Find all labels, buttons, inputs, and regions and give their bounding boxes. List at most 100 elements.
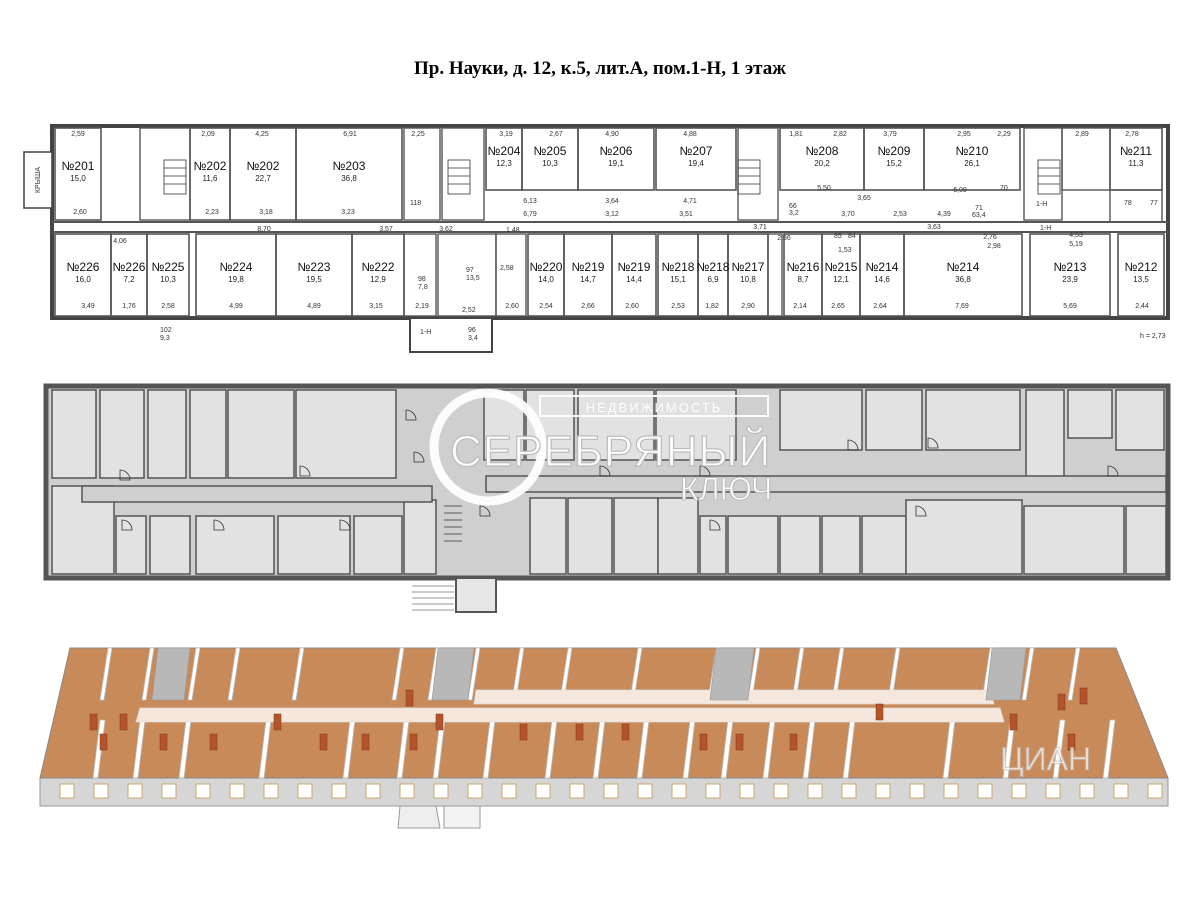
room-outline-room-210	[923, 127, 1021, 191]
aux-room-0	[139, 127, 191, 221]
room-area-room-224: 19,8	[228, 275, 244, 284]
window-icon	[331, 783, 347, 799]
render-stair-shaft	[985, 647, 1027, 701]
room-area-room-226a: 16,0	[75, 275, 91, 284]
room-area-room-223: 19,5	[306, 275, 322, 284]
misc-label-97: 97	[466, 267, 474, 274]
dim-corridor-0: 2,60	[73, 209, 87, 216]
dim-top-6: 2,67	[549, 131, 563, 138]
misc-label-7-8: 7,8	[418, 284, 428, 291]
room-area-room-205: 10,3	[542, 159, 558, 168]
grey-room-3	[189, 389, 227, 479]
room-name-room-205: №205	[534, 144, 567, 158]
ceiling-height-label: h = 2,73	[1140, 333, 1166, 340]
render-stair-shaft	[709, 647, 755, 701]
window-icon	[773, 783, 789, 799]
grey-rooms	[51, 389, 1167, 575]
room-name-room-204: №204	[488, 144, 521, 158]
door-icon	[361, 733, 370, 751]
room-area-room-219b: 14,4	[626, 275, 642, 284]
dim-top-13: 2,29	[997, 131, 1011, 138]
room-outline-room-212	[1117, 233, 1165, 317]
dim-corridor-15: 4,39	[937, 211, 951, 218]
room-name-room-219b: №219	[618, 260, 651, 274]
dim-corridor-11: 3,65	[857, 195, 871, 202]
window-icon	[705, 783, 721, 799]
misc-label-3-2: 3,2	[789, 210, 799, 217]
roof-tab	[23, 151, 53, 209]
render-partition-lower	[1052, 719, 1066, 779]
dim-corridor-22: 3,63	[927, 224, 941, 231]
dim-corridor-1: 2,23	[205, 209, 219, 216]
aux-room-6	[403, 233, 437, 317]
door-icon	[735, 733, 744, 751]
dim-bottom-10: 2,60	[625, 303, 639, 310]
room-outline-room-203	[295, 127, 403, 221]
door-icon	[89, 713, 98, 731]
room-name-room-208: №208	[806, 144, 839, 158]
misc-label-66: 66	[789, 203, 797, 210]
dim-corridor-9: 3,51	[679, 211, 693, 218]
dim-corridor-25: 4,53	[1069, 232, 1083, 239]
misc-label-118: 118	[410, 200, 421, 207]
room-area-room-214b: 36,8	[955, 275, 971, 284]
render-partition-upper	[1021, 647, 1035, 701]
room-name-room-209: №209	[878, 144, 911, 158]
render-entrance	[443, 805, 481, 829]
grey-room-25	[613, 497, 659, 575]
misc-label-2-58: 2,58	[500, 265, 514, 272]
dim-top-15: 2,78	[1125, 131, 1139, 138]
room-area-room-217: 10,8	[740, 275, 756, 284]
window-icon	[841, 783, 857, 799]
grey-room-22	[403, 499, 437, 575]
render-partition-upper	[227, 647, 241, 701]
window-icon	[1113, 783, 1129, 799]
room-name-room-202a: №202	[194, 159, 227, 173]
grey-room-21	[353, 515, 403, 575]
window-icon	[1045, 783, 1061, 799]
dim-bottom-0: 3,49	[81, 303, 95, 310]
room-outline-room-201	[54, 127, 102, 221]
door-swing-icon	[119, 469, 131, 481]
dim-top-5: 3,19	[499, 131, 513, 138]
misc-label-84: 84	[848, 233, 856, 240]
aux-room-8	[495, 233, 527, 317]
room-area-room-211: 11,3	[1129, 159, 1145, 168]
room-area-room-204: 12,3	[496, 159, 512, 168]
room-labels: №20115,0№20211,6№20222,7№20336,8№20412,3…	[62, 144, 1158, 284]
window-icon	[1011, 783, 1027, 799]
dim-bottom-3: 4,99	[229, 303, 243, 310]
grey-room-31	[861, 515, 907, 575]
door-swing-icon	[299, 465, 311, 477]
room-area-room-206: 19,1	[608, 159, 624, 168]
render-stairs	[397, 805, 441, 829]
door-swing-icon	[1107, 465, 1119, 477]
window-icon	[535, 783, 551, 799]
grey-room-33	[1023, 505, 1125, 575]
misc-label-85: 85	[834, 233, 842, 240]
room-area-room-207: 19,4	[688, 159, 704, 168]
grey-entrance	[455, 577, 497, 613]
door-swing-icon	[915, 505, 927, 517]
window-icon	[127, 783, 143, 799]
dim-corridor-13: 3,70	[841, 211, 855, 218]
misc-label-102: 102	[160, 327, 172, 334]
grey-layout-plan: НЕДВИЖИМОСТЬ СЕРЕБРЯНЫЙ КЛЮЧ	[43, 383, 1171, 613]
dim-bottom-17: 7,69	[955, 303, 969, 310]
grey-room-17	[115, 515, 147, 575]
room-name-room-213: №213	[1054, 260, 1087, 274]
grey-room-10	[779, 389, 863, 451]
window-icon	[909, 783, 925, 799]
dim-top-1: 2,09	[201, 131, 215, 138]
room-name-room-212: №212	[1125, 260, 1158, 274]
window-icon	[501, 783, 517, 799]
window-icon	[807, 783, 823, 799]
watermark-main: СЕРЕБРЯНЫЙ	[450, 425, 771, 476]
dim-bottom-14: 2,14	[793, 303, 807, 310]
door-icon	[1079, 687, 1088, 705]
dim-bottom-12: 1,82	[705, 303, 719, 310]
room-name-room-219a: №219	[572, 260, 605, 274]
dim-corridor-26: 5,19	[1069, 241, 1083, 248]
dim-top-2: 4,25	[255, 131, 269, 138]
